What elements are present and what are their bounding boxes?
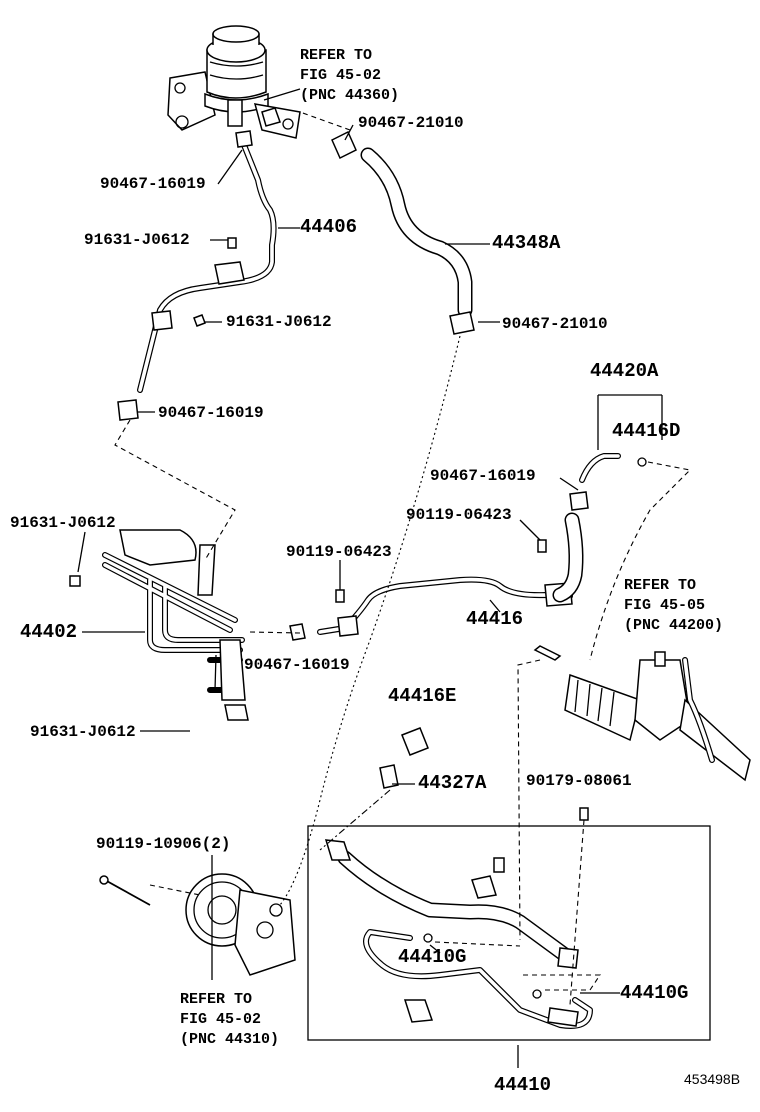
part-label-90467-16019: 90467-16019 bbox=[100, 175, 206, 193]
part-label-44406: 44406 bbox=[300, 216, 358, 238]
reference-line-2: FIG 45-05 bbox=[624, 597, 706, 614]
part-label-44416E: 44416E bbox=[388, 685, 457, 707]
part-label-44348A: 44348A bbox=[492, 232, 561, 254]
part-label-90467-16019: 90467-16019 bbox=[158, 404, 264, 422]
fittings-44416E-44327A bbox=[379, 727, 589, 821]
box-44410 bbox=[307, 825, 711, 1041]
reference-line-3: (PNC 44310) bbox=[180, 1031, 280, 1048]
part-label-91631-J0612: 91631-J0612 bbox=[10, 514, 116, 532]
leader-lines bbox=[77, 88, 620, 1068]
power-steering-pump bbox=[99, 873, 296, 976]
part-label-90467-16019: 90467-16019 bbox=[244, 656, 350, 674]
part-label-44410: 44410 bbox=[494, 1074, 552, 1096]
reference-pnc-44360: REFER TO FIG 45-02 (PNC 44360) bbox=[300, 46, 399, 106]
hose-44348A bbox=[331, 130, 475, 335]
reference-line-1: REFER TO bbox=[624, 577, 697, 594]
reference-line-3: (PNC 44360) bbox=[300, 87, 400, 104]
reference-pnc-44200: REFER TO FIG 45-05 (PNC 44200) bbox=[624, 576, 723, 636]
hose-assembly-44410 bbox=[324, 839, 602, 1029]
reference-line-1: REFER TO bbox=[300, 47, 373, 64]
steering-rack bbox=[533, 645, 751, 782]
part-label-44327A: 44327A bbox=[418, 772, 487, 794]
part-label-91631-J0612: 91631-J0612 bbox=[226, 313, 332, 331]
part-label-90119-06423: 90119-06423 bbox=[406, 506, 512, 524]
reservoir-tank bbox=[167, 25, 301, 139]
part-label-44416: 44416 bbox=[466, 608, 524, 630]
reference-line-1: REFER TO bbox=[180, 991, 253, 1008]
part-label-44416D: 44416D bbox=[612, 420, 681, 442]
part-label-90467-21010: 90467-21010 bbox=[358, 114, 464, 132]
hose-44420A bbox=[552, 394, 663, 603]
reference-line-2: FIG 45-02 bbox=[180, 1011, 262, 1028]
part-label-44420A: 44420A bbox=[590, 360, 659, 382]
part-label-90119-10906: 90119-10906(2) bbox=[96, 835, 231, 853]
part-label-90119-06423: 90119-06423 bbox=[286, 543, 392, 561]
part-label-91631-J0612: 91631-J0612 bbox=[30, 723, 136, 741]
part-label-44410G: 44410G bbox=[620, 982, 689, 1004]
part-label-90467-21010: 90467-21010 bbox=[502, 315, 608, 333]
part-label-90467-16019: 90467-16019 bbox=[430, 467, 536, 485]
part-label-90179-08061: 90179-08061 bbox=[526, 772, 632, 790]
reference-line-3: (PNC 44200) bbox=[624, 617, 724, 634]
part-label-91631-J0612: 91631-J0612 bbox=[84, 231, 190, 249]
figure-id: 453498B bbox=[684, 1071, 741, 1087]
reference-pnc-44310: REFER TO FIG 45-02 (PNC 44310) bbox=[180, 990, 279, 1050]
cooler-44402 bbox=[69, 529, 306, 721]
reference-line-2: FIG 45-02 bbox=[300, 67, 382, 84]
part-label-44402: 44402 bbox=[20, 621, 78, 643]
routing-lines bbox=[114, 111, 692, 1006]
pipe-44406 bbox=[117, 130, 277, 421]
part-label-44410G: 44410G bbox=[398, 946, 467, 968]
